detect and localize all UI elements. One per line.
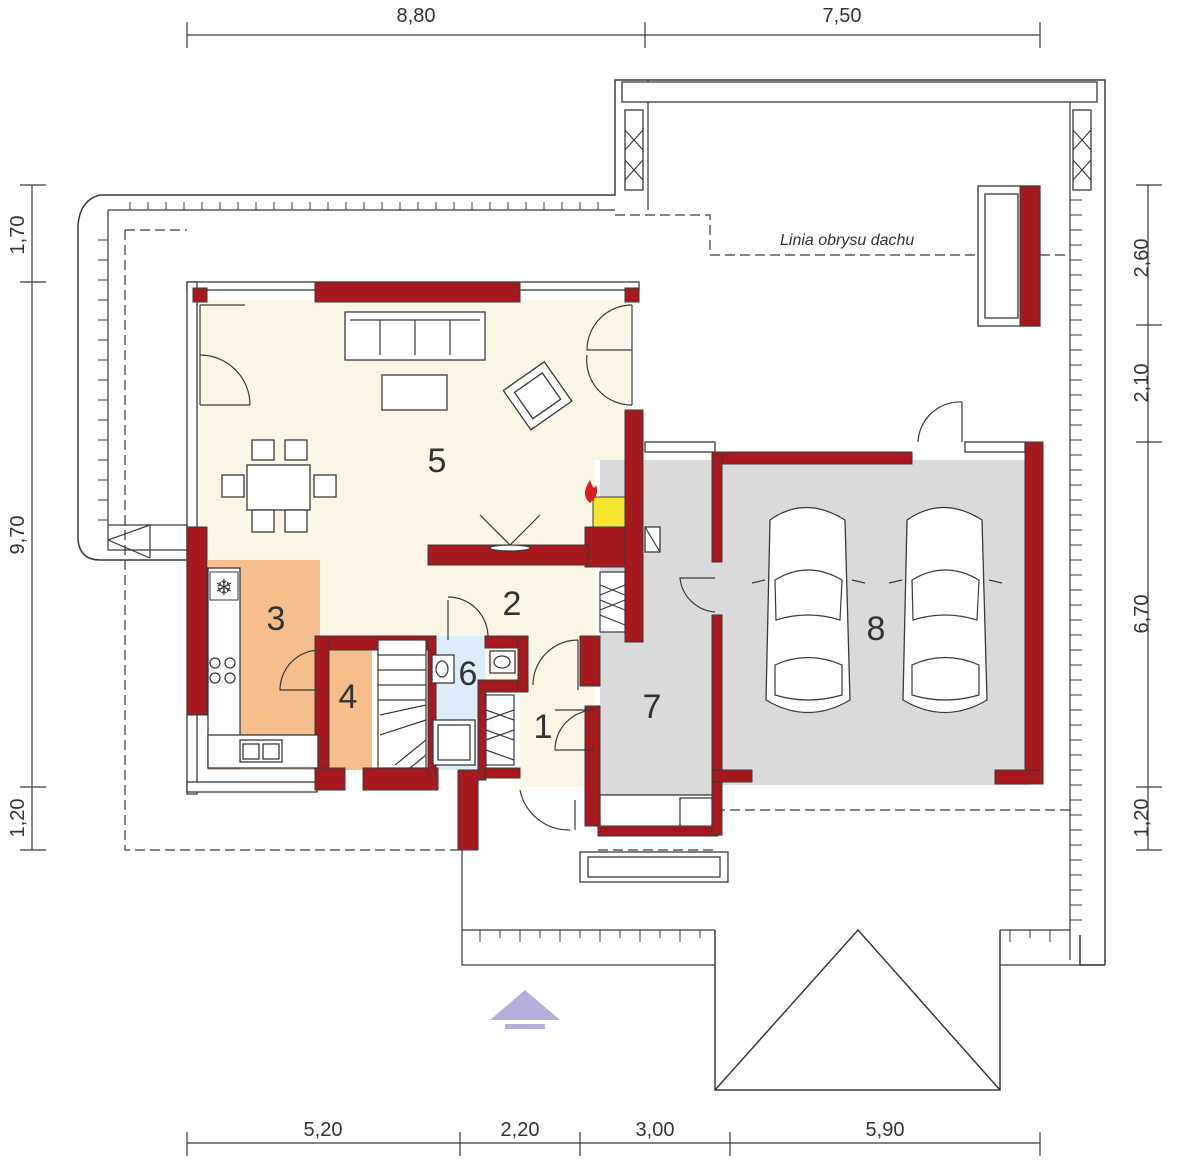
wall-segment <box>624 409 644 643</box>
dim-bottom-3: 3,00 <box>636 1119 675 1141</box>
room-2-label: 2 <box>503 585 522 623</box>
dim-right-4: 1,20 <box>1131 799 1153 838</box>
snowflake-icon: ❄ <box>215 576 233 601</box>
car-icon <box>888 506 1003 714</box>
wall-segment <box>711 451 913 465</box>
armchair-icon <box>502 360 573 431</box>
dining-table-icon <box>221 439 337 533</box>
wall-segment <box>457 769 479 851</box>
roof-outline <box>124 214 1070 851</box>
wall-segment <box>517 635 529 693</box>
wall-segment <box>624 287 640 303</box>
dim-bottom-2: 2,20 <box>501 1119 540 1141</box>
dim-top-2: 7,50 <box>823 5 862 27</box>
wall-segment <box>362 767 439 791</box>
wall-segment <box>314 281 521 303</box>
wall-segment <box>711 614 723 836</box>
room-6-label: 6 <box>459 655 478 693</box>
room-2-fill <box>320 565 595 690</box>
canopy <box>579 851 1001 1091</box>
kitchen-counter-icon <box>207 567 319 769</box>
dim-right-2: 2,10 <box>1131 364 1153 403</box>
furniture: ❄ <box>207 311 1003 769</box>
terrace-outline <box>77 79 1106 966</box>
room-4-label: 4 <box>339 678 358 716</box>
flame-icon <box>585 480 598 503</box>
dim-bottom-4: 5,90 <box>866 1119 905 1141</box>
wall-segment <box>711 769 753 783</box>
wall-segment <box>711 451 723 563</box>
dim-bottom-1: 5,20 <box>304 1119 343 1141</box>
wall-segment <box>484 767 521 779</box>
dim-left-1: 1,70 <box>7 216 29 255</box>
fireplace-icon <box>592 496 626 528</box>
wall-segment <box>192 287 208 303</box>
room-7-label: 7 <box>643 688 662 726</box>
room-5-label: 5 <box>428 442 447 480</box>
wall-segment <box>584 705 601 827</box>
wall-segment <box>314 767 346 791</box>
wall-segment <box>597 825 719 837</box>
doors <box>199 304 963 831</box>
wall-segment <box>579 635 601 687</box>
entrance-arrow-icon <box>490 990 560 1029</box>
wall-segment <box>1024 441 1044 785</box>
wc-fixtures-icon <box>431 650 516 766</box>
wall-segment <box>427 635 437 777</box>
dim-top-1: 8,80 <box>397 5 436 27</box>
room-1-label: 1 <box>534 708 553 746</box>
room-4-fill <box>322 640 372 770</box>
dimension-lines <box>20 22 1162 1156</box>
dim-left-3: 1,20 <box>7 799 29 838</box>
car-icon <box>751 506 866 714</box>
dim-right-1: 2,60 <box>1131 239 1153 278</box>
dimension-labels: 8,80 7,50 5,20 2,20 3,00 5,90 1,70 9,70 … <box>7 5 1153 1141</box>
wall-segment <box>186 526 208 716</box>
roof-outline-label: Linia obrysu dachu <box>780 232 914 249</box>
room-labels: 1 2 3 4 5 6 7 8 <box>267 442 886 746</box>
wall-segment <box>994 769 1044 785</box>
coffee-table-icon <box>381 374 448 411</box>
room-3-label: 3 <box>267 600 286 638</box>
closet-icon <box>485 571 626 766</box>
room-8-label: 8 <box>867 610 886 648</box>
staircase-icon <box>377 639 427 769</box>
wall-segment <box>584 526 626 568</box>
wall-segment <box>477 689 487 781</box>
dim-left-2: 9,70 <box>7 516 29 555</box>
sofa-icon <box>344 311 486 361</box>
tv-icon <box>479 514 541 552</box>
dim-right-3: 6,70 <box>1131 595 1153 634</box>
